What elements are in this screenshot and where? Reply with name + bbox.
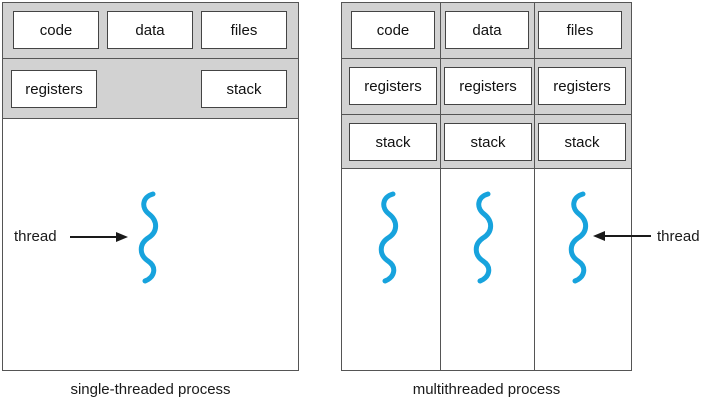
right-registers-label-3: registers xyxy=(553,77,611,95)
left-files-label: files xyxy=(230,21,258,39)
arrow-left-icon xyxy=(593,231,651,241)
right-shared-resources-band: code data files xyxy=(342,3,631,59)
left-code-label: code xyxy=(39,21,73,39)
left-thread-state-band: registers stack xyxy=(3,59,298,119)
arrow-right-icon xyxy=(70,232,128,242)
left-shared-resources-band: code data files xyxy=(3,3,298,59)
right-thread-squiggle-2 xyxy=(473,191,494,284)
right-files-label: files xyxy=(566,21,594,39)
right-stack-box-1: stack xyxy=(349,123,437,161)
right-registers-box-1: registers xyxy=(349,67,437,105)
right-code-label: code xyxy=(376,21,410,39)
left-panel-caption: single-threaded process xyxy=(70,381,231,398)
right-registers-label-1: registers xyxy=(364,77,422,95)
right-stack-label-3: stack xyxy=(564,133,600,151)
right-registers-band: registers registers registers xyxy=(342,59,631,115)
right-column-divider-1 xyxy=(440,3,441,370)
right-registers-label-2: registers xyxy=(459,77,517,95)
multithreaded-process-panel: code data files registers registers regi… xyxy=(341,2,632,371)
left-thread-annotation-label: thread xyxy=(14,228,57,245)
left-registers-label: registers xyxy=(25,80,83,98)
left-files-box: files xyxy=(201,11,287,49)
right-panel-caption: multithreaded process xyxy=(412,381,561,398)
left-thread-area xyxy=(3,119,298,370)
right-column-divider-2 xyxy=(534,3,535,370)
right-registers-box-3: registers xyxy=(538,67,626,105)
left-data-box: data xyxy=(107,11,193,49)
right-data-label: data xyxy=(472,21,502,39)
right-stack-band: stack stack stack xyxy=(342,115,631,169)
right-thread-annotation-label: thread xyxy=(657,228,700,245)
left-code-box: code xyxy=(13,11,99,49)
right-files-box: files xyxy=(538,11,622,49)
left-stack-label: stack xyxy=(226,80,262,98)
left-registers-box: registers xyxy=(11,70,97,108)
right-stack-box-3: stack xyxy=(538,123,626,161)
right-registers-box-2: registers xyxy=(444,67,532,105)
right-code-box: code xyxy=(351,11,435,49)
right-data-box: data xyxy=(445,11,529,49)
right-stack-box-2: stack xyxy=(444,123,532,161)
right-stack-label-2: stack xyxy=(470,133,506,151)
right-stack-label-1: stack xyxy=(375,133,411,151)
left-data-label: data xyxy=(135,21,165,39)
single-threaded-process-panel: code data files registers stack xyxy=(2,2,299,371)
right-thread-squiggle-1 xyxy=(378,191,399,284)
right-thread-squiggle-3 xyxy=(568,191,589,284)
left-thread-squiggle-1 xyxy=(138,191,159,284)
left-stack-box: stack xyxy=(201,70,287,108)
